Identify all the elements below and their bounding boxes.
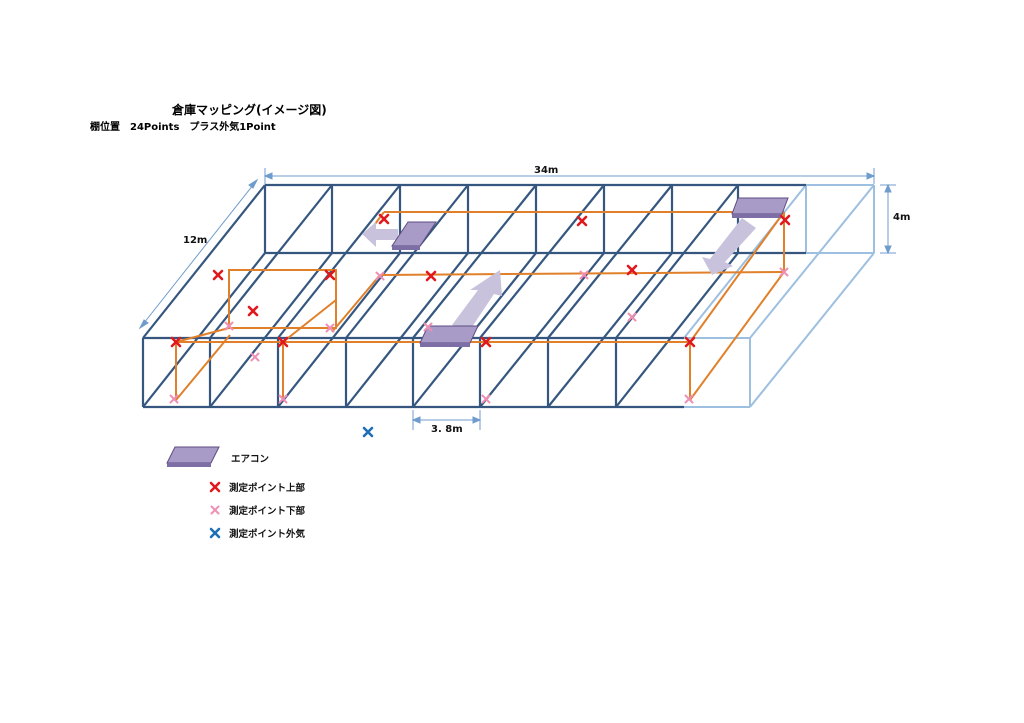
legend-outside: 測定ポイント外気 [209,526,305,540]
aircon-icon [419,325,479,347]
legend-aircon-label: エアコン [231,454,270,465]
upper-point [378,213,390,225]
aircon-icon [391,221,437,250]
lower-point [250,352,260,362]
legend-outside-label: 測定ポイント外気 [229,529,306,540]
outside-point [362,426,374,438]
arrow-up [452,270,502,330]
page-subtitle: 棚位置 24Points プラス外気1Point [90,122,276,133]
aircon-icon [166,446,220,467]
upper-point [212,269,224,281]
legend-upper-label: 測定ポイント上部 [229,483,306,494]
legend-aircon: エアコン [165,445,269,471]
width-label: 12m [183,235,207,246]
upper-point [247,305,259,317]
upper-point [425,270,437,282]
upper-point [576,215,588,227]
red-cross-icon [209,481,221,493]
legend-upper: 測定ポイント上部 [209,480,305,494]
height-label: 4m [893,212,910,223]
arrow-down [702,218,756,275]
dimension-lines [138,168,896,430]
legend-lower-label: 測定ポイント下部 [229,506,306,517]
bay-label: 3. 8m [431,424,463,435]
extension-frame [672,184,875,408]
pink-cross-icon [210,505,220,515]
aircon-icon [731,197,789,218]
length-label: 34m [534,165,558,176]
legend-lower: 測定ポイント下部 [209,503,305,517]
aircon-units [391,197,789,347]
lower-point [481,394,491,404]
arrow-left [362,222,398,247]
airflow-arrows [362,218,756,330]
blue-cross-icon [209,527,221,539]
page-title: 倉庫マッピング(イメージ図) [172,103,327,117]
